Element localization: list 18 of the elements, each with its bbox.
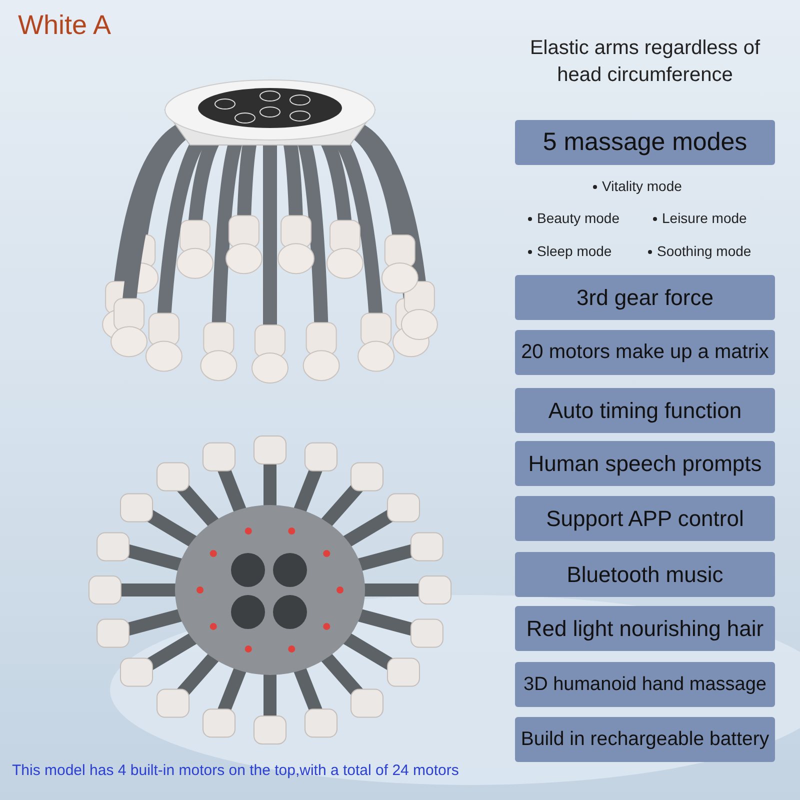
feature-note: Elastic arms regardless of head circumference bbox=[528, 36, 762, 88]
mode-item: Soothing mode bbox=[647, 243, 752, 259]
feature-bar: Support APP control bbox=[515, 496, 775, 541]
feature-bar: 5 massage modes bbox=[515, 120, 775, 165]
title: White A bbox=[18, 10, 112, 41]
feature-bar: Auto timing function bbox=[515, 388, 775, 433]
feature-bar: Red light nourishing hair bbox=[515, 606, 775, 651]
feature-bar: Build in rechargeable battery bbox=[515, 717, 775, 762]
feature-bar: 3rd gear force bbox=[515, 275, 775, 320]
footnote: This model has 4 built-in motors on the top,with a total of 24 motors bbox=[12, 762, 459, 779]
mode-item: Vitality mode bbox=[592, 178, 682, 194]
mode-item: Leisure mode bbox=[652, 210, 747, 226]
feature-bar: Bluetooth music bbox=[515, 552, 775, 597]
mode-item: Sleep mode bbox=[527, 243, 612, 259]
feature-bar: 3D humanoid hand massage bbox=[515, 662, 775, 707]
feature-bar: Human speech prompts bbox=[515, 441, 775, 486]
feature-bar: 20 motors make up a matrix bbox=[515, 330, 775, 375]
mode-item: Beauty mode bbox=[527, 210, 620, 226]
